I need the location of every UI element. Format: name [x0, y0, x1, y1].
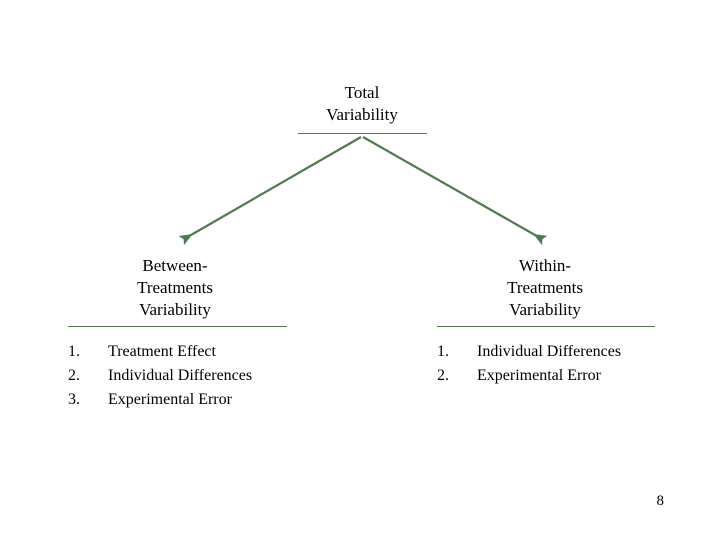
list-item-label: Experimental Error: [108, 391, 232, 408]
underline-within-treatments-variability: [437, 326, 655, 327]
list-item-label: Individual Differences: [108, 367, 253, 384]
list-item: 1. Individual Differences: [437, 340, 621, 364]
list-item: 3. Experimental Error: [68, 388, 252, 412]
node-total-variability: Total Variability: [282, 82, 442, 126]
list-item: 2. Individual Differences: [68, 364, 252, 388]
list-item-index: 1.: [437, 343, 449, 360]
page-number: 8: [656, 493, 665, 509]
node-between-treatments-variability: Between- Treatments Variability: [95, 255, 255, 321]
list-between-treatments-sources: 1. Treatment Effect 2. Individual Differ…: [68, 340, 252, 412]
list-within-treatments-sources: 1. Individual Differences 2. Experimenta…: [437, 340, 621, 388]
list-item-index: 1.: [68, 343, 80, 360]
list-item-label: Individual Differences: [477, 343, 622, 360]
underline-between-treatments-variability: [68, 326, 287, 327]
arrow-to-within-treatments: [362, 136, 548, 246]
node-within-treatments-variability: Within- Treatments Variability: [465, 255, 625, 321]
list-item-index: 3.: [68, 391, 80, 408]
list-item: 2. Experimental Error: [437, 364, 621, 388]
underline-total-variability: [298, 133, 427, 134]
list-item: 1. Treatment Effect: [68, 340, 252, 364]
list-item-index: 2.: [437, 367, 449, 384]
list-item-label: Experimental Error: [477, 367, 601, 384]
node-total-variability-label: Total Variability: [326, 83, 398, 124]
list-item-label: Treatment Effect: [108, 343, 216, 360]
list-item-index: 2.: [68, 367, 80, 384]
node-between-treatments-variability-label: Between- Treatments Variability: [137, 256, 213, 319]
node-within-treatments-variability-label: Within- Treatments Variability: [507, 256, 583, 319]
arrow-to-between-treatments: [178, 136, 362, 246]
